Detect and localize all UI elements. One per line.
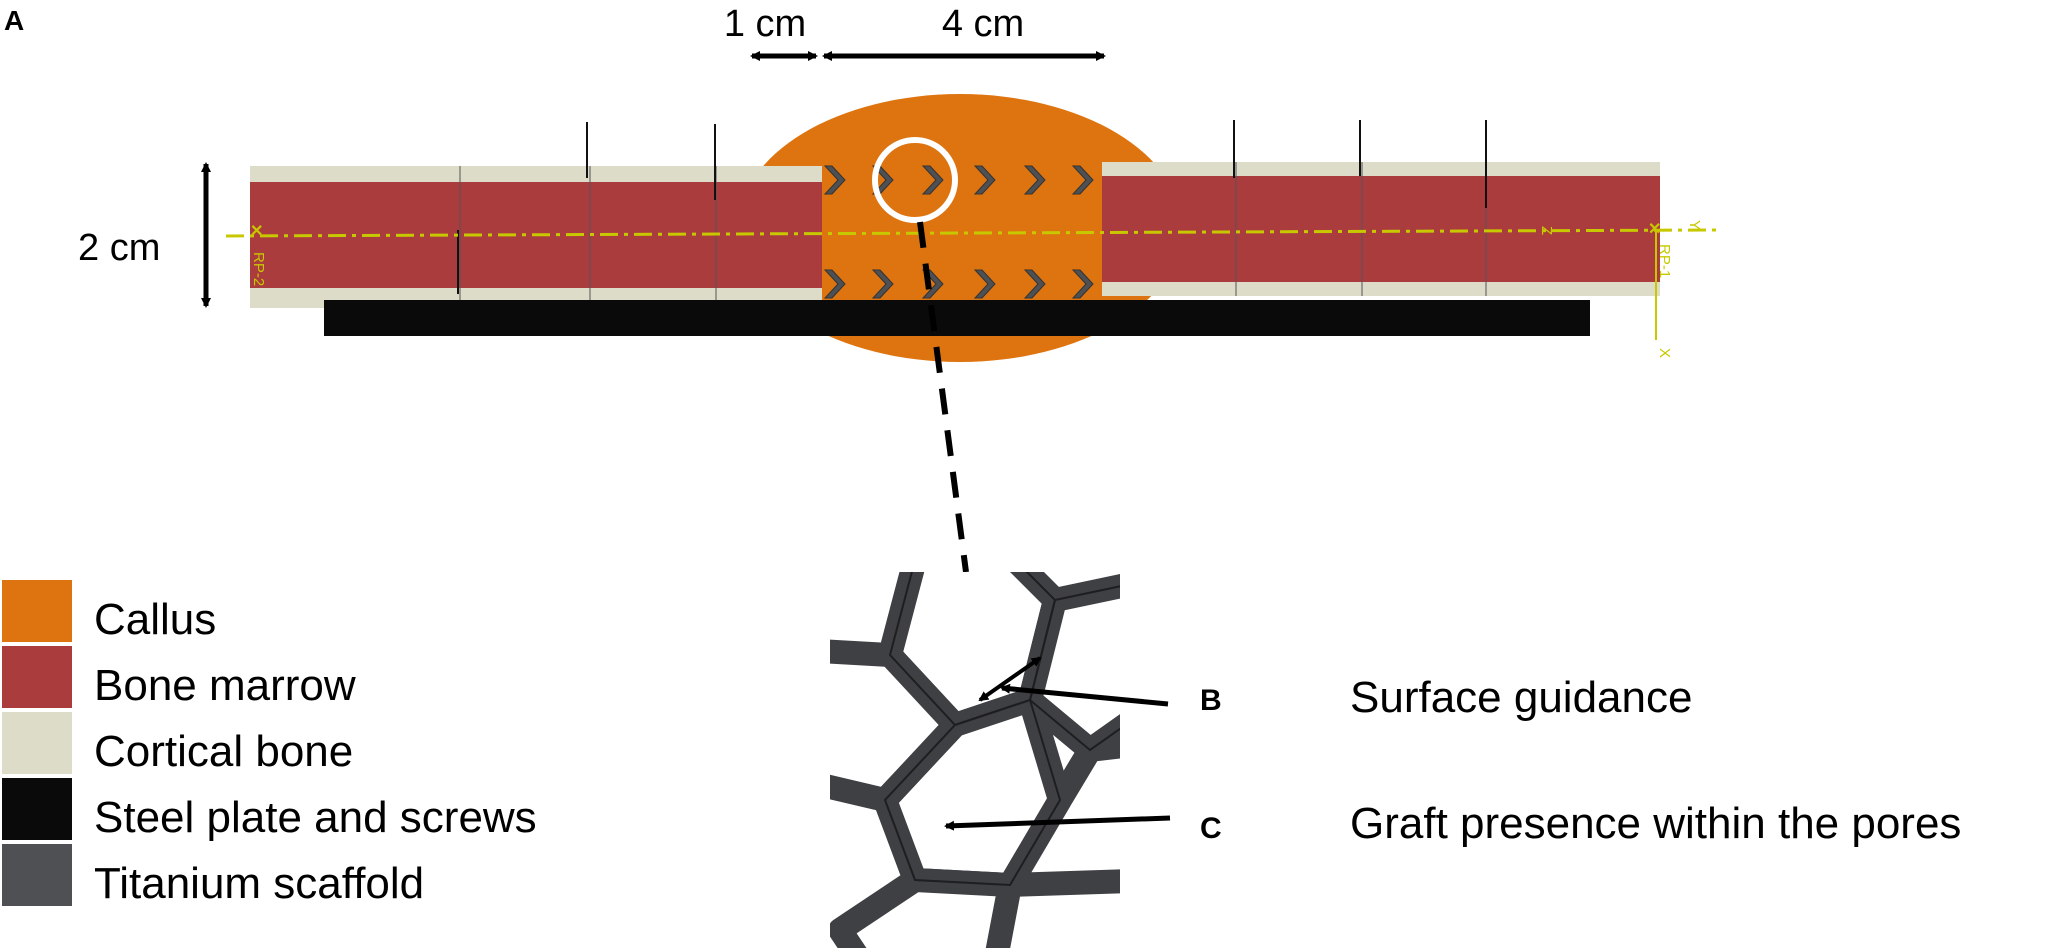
legend-swatch-titanium-scaffold bbox=[2, 844, 72, 906]
reference-axis: ✕ ✕ RP-2 RP-1 Y Z X bbox=[225, 220, 1717, 358]
right-bone-segment bbox=[1102, 162, 1660, 296]
callout-arrow-c bbox=[944, 815, 1171, 831]
diameter-dimension: 2 cm bbox=[78, 162, 211, 308]
legend-label-titanium-scaffold: Titanium scaffold bbox=[94, 859, 424, 908]
right-bone-marrow bbox=[1102, 176, 1660, 282]
scaffold-length-label: 4 cm bbox=[942, 3, 1024, 45]
legend-label-callus: Callus bbox=[94, 595, 216, 644]
legend-swatch-callus bbox=[2, 580, 72, 642]
axis-line bbox=[225, 228, 1717, 238]
reference-point-right: RP-1 bbox=[1656, 244, 1673, 278]
reference-point-left: RP-2 bbox=[250, 252, 267, 286]
callus-region bbox=[738, 94, 1182, 362]
callout-arrow-b bbox=[1000, 683, 1169, 707]
gap-dimension-label: 1 cm bbox=[724, 3, 806, 45]
diameter-label: 2 cm bbox=[78, 227, 160, 269]
scaffold-zoom-view bbox=[830, 572, 1120, 948]
callout-marker-c: C bbox=[1200, 812, 1222, 845]
pore-size-arrow bbox=[978, 656, 1042, 702]
axis-label-z: Z bbox=[1538, 226, 1555, 235]
legend-label-cortical-bone: Cortical bone bbox=[94, 727, 353, 776]
scaffold-length-dimension: 4 cm bbox=[822, 3, 1106, 61]
callout-text-b: Surface guidance bbox=[1350, 673, 1692, 722]
legend-swatch-bone-marrow bbox=[2, 646, 72, 708]
legend-swatch-steel-plate bbox=[2, 778, 72, 840]
axis-label-y: Y bbox=[1686, 220, 1703, 230]
panel-label: A bbox=[4, 5, 24, 36]
legend-label-steel-plate: Steel plate and screws bbox=[94, 793, 537, 842]
axis-marker-left: ✕ bbox=[250, 223, 263, 240]
lattice-cell bbox=[1018, 574, 1120, 762]
callout-marker-b: B bbox=[1200, 684, 1222, 717]
screws bbox=[457, 120, 1487, 294]
callout-text-c: Graft presence within the pores bbox=[1350, 799, 1961, 848]
legend: Callus Bone marrow Cortical bone Steel p… bbox=[2, 580, 537, 908]
legend-label-bone-marrow: Bone marrow bbox=[94, 661, 356, 710]
axis-label-x: X bbox=[1656, 348, 1673, 358]
zoom-leader-line bbox=[917, 221, 969, 573]
steel-plate bbox=[324, 300, 1590, 336]
zoom-circle bbox=[872, 137, 958, 223]
axis-marker-right: ✕ bbox=[1648, 221, 1661, 238]
legend-swatch-cortical-bone bbox=[2, 712, 72, 774]
gap-dimension: 1 cm bbox=[724, 3, 818, 61]
